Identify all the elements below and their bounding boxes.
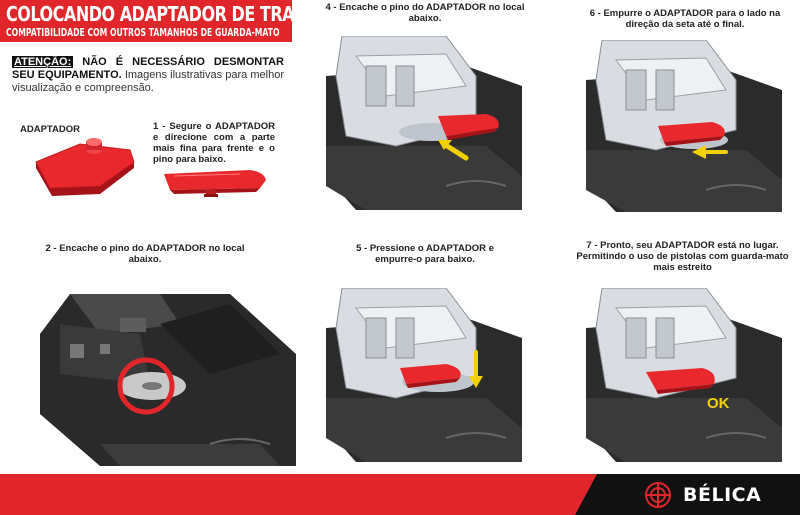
step-6-caption: 6 - Empurre o ADAPTADOR para o lado na d… [589,8,781,30]
step-7-caption: 7 - Pronto, seu ADAPTADOR está no lugar.… [576,240,789,273]
footer-bar [0,474,800,515]
step-6-illustration [586,40,782,212]
step-5-caption: 5 - Pressione o ADAPTADOR e empurre-o pa… [356,243,494,265]
warning-note: ATENÇÃO: NÃO É NECESSÁRIO DESMONTAR SEU … [12,56,284,95]
brand-name: BÉLICA [683,484,762,506]
adapter-side-illustration [160,164,270,200]
adapter-illustration [30,136,140,198]
step-7-illustration [586,288,782,462]
page-title: COLOCANDO ADAPTADOR DE TRAVA [6,2,316,26]
step-1-caption: 1 - Segure o ADAPTADOR e direcione com a… [153,121,275,165]
step-2-caption: 2 - Encache o pino do ADAPTADOR no local… [45,243,245,265]
belica-logo-icon [645,482,671,508]
ok-label: OK [707,395,730,412]
warning-bold-text: NÃO É NECESSÁRIO DESMONTAR SEU EQUIPAMEN… [12,56,284,81]
step-5-illustration [326,288,522,462]
step-4-caption: 4 - Encache o pino do ADAPTADOR no local… [325,2,525,24]
step-4-illustration [326,36,522,210]
step-2-illustration [40,294,296,466]
footer-brand-panel [575,474,800,515]
warning-label: ATENÇÃO: [12,56,74,68]
page-subtitle: COMPATIBILIDADE COM OUTROS TAMANHOS DE G… [6,26,280,39]
header-banner: COLOCANDO ADAPTADOR DE TRAVA COMPATIBILI… [0,0,316,42]
adapter-label: ADAPTADOR [20,124,80,135]
warning-text: Imagens ilustrativas para melhor visuali… [12,69,285,94]
